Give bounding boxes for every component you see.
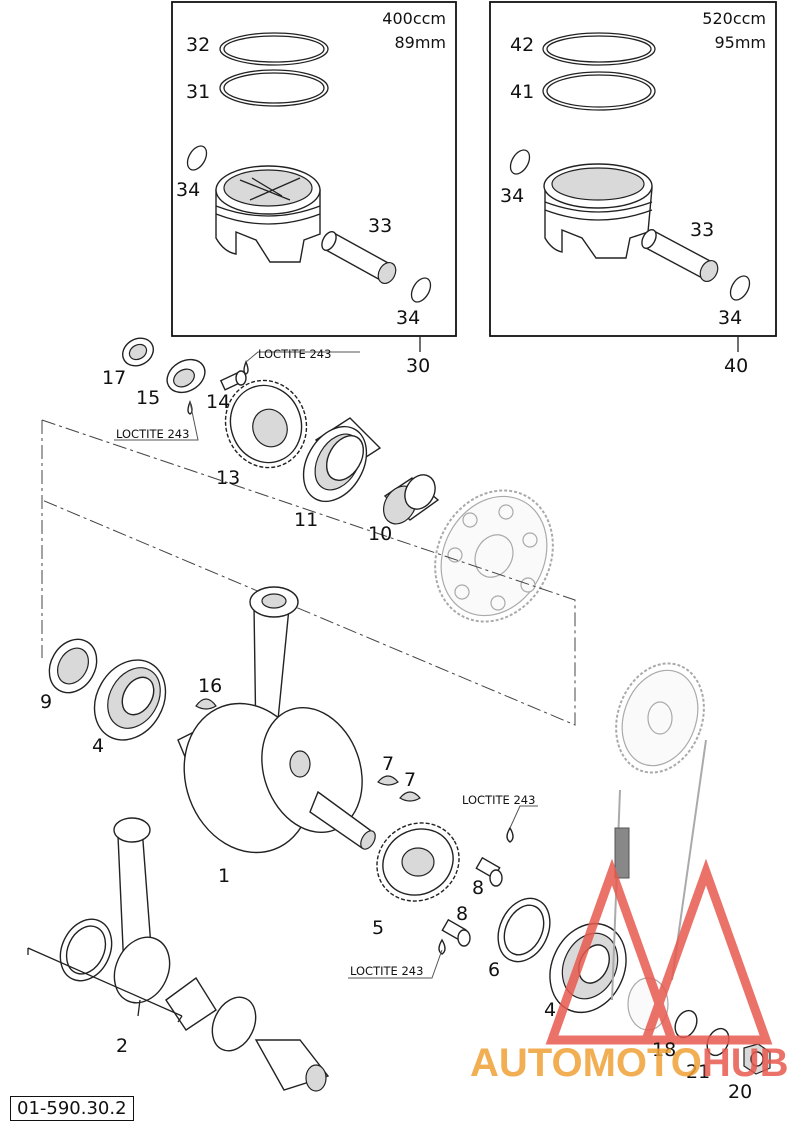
- seal-17: [121, 337, 155, 367]
- bolt-8a: [475, 856, 503, 887]
- kit-400-capacity: 400ccm: [382, 9, 446, 28]
- label-34-b: 34: [396, 307, 420, 329]
- gear-5: [376, 822, 460, 902]
- gear-13: [224, 379, 308, 469]
- label-8-b: 8: [456, 903, 468, 925]
- label-21: 21: [686, 1061, 710, 1083]
- key-7a: [377, 775, 399, 786]
- assembly-outline: [41, 419, 576, 726]
- connecting-rod: [249, 586, 299, 745]
- loctite-callout-3: LOCTITE 243: [462, 793, 535, 807]
- label-40: 40: [724, 355, 748, 377]
- label-15: 15: [136, 387, 160, 409]
- label-10: 10: [368, 523, 392, 545]
- kit-400-box: [171, 1, 457, 337]
- circlip-400-b: [410, 277, 432, 303]
- piston-400: [215, 165, 321, 263]
- label-20: 20: [728, 1081, 752, 1103]
- bearing-4-right: [549, 922, 627, 1014]
- label-1: 1: [218, 865, 230, 887]
- primary-gear-ghost: [434, 489, 554, 623]
- watermark-text: AUTOMOTOHUB: [470, 1041, 789, 1085]
- label-33-a: 33: [368, 215, 392, 237]
- label-32: 32: [186, 34, 210, 56]
- loctite-callout-1: LOCTITE 243: [258, 347, 331, 361]
- piston-ring-31: [219, 69, 329, 107]
- bearing-4-left: [93, 659, 167, 741]
- label-33-b: 33: [690, 219, 714, 241]
- label-30: 30: [406, 355, 430, 377]
- label-5: 5: [372, 917, 384, 939]
- label-41: 41: [510, 81, 534, 103]
- label-9: 9: [40, 691, 52, 713]
- needle-bearing-10: [383, 474, 440, 525]
- label-42: 42: [510, 34, 534, 56]
- label-4-a: 4: [92, 735, 104, 757]
- label-34-c: 34: [500, 185, 524, 207]
- label-34-d: 34: [718, 307, 742, 329]
- seal-9: [48, 638, 98, 694]
- piston-ring-42: [542, 32, 656, 66]
- watermark-logo: [545, 858, 773, 1045]
- loctite-callout-4: LOCTITE 243: [350, 964, 423, 978]
- rod-kit-2: [27, 817, 330, 1092]
- key-7b: [399, 791, 421, 802]
- label-7-a: 7: [382, 753, 394, 775]
- bolt-8b: [441, 918, 471, 947]
- label-6: 6: [488, 959, 500, 981]
- label-31: 31: [186, 81, 210, 103]
- document-id: 01-590.30.2: [10, 1096, 134, 1121]
- washer-6: [497, 897, 551, 963]
- label-34-a: 34: [176, 179, 200, 201]
- piston-ring-32: [219, 32, 329, 66]
- label-7-b: 7: [404, 769, 416, 791]
- needle-cage-11: [302, 417, 382, 503]
- piston-pin-520: [641, 228, 719, 283]
- kit-520-box: [489, 1, 777, 337]
- key-16: [195, 698, 217, 710]
- kit-520-bore: 95mm: [714, 33, 766, 52]
- kit-520-capacity: 520ccm: [702, 9, 766, 28]
- loctite-drop-d: [438, 938, 446, 955]
- bolt-14: [219, 370, 247, 391]
- loctite-callout-2: LOCTITE 243: [116, 427, 189, 441]
- label-17: 17: [102, 367, 126, 389]
- label-2: 2: [116, 1035, 128, 1057]
- crankshaft-1: [177, 702, 376, 854]
- label-18: 18: [652, 1039, 676, 1061]
- circlip-400-a: [186, 145, 208, 171]
- label-16: 16: [198, 675, 222, 697]
- kit-400-bore: 89mm: [394, 33, 446, 52]
- loctite-drop-a: [243, 360, 249, 375]
- nut-15: [166, 358, 206, 394]
- nut-20: [743, 1043, 771, 1075]
- label-13: 13: [216, 467, 240, 489]
- loctite-drop-c: [506, 826, 514, 843]
- circlip-520-a: [509, 149, 531, 175]
- label-14: 14: [206, 391, 230, 413]
- piston-520: [543, 163, 653, 259]
- piston-pin-400: [321, 230, 397, 285]
- label-11: 11: [294, 509, 318, 531]
- label-4-b: 4: [544, 999, 556, 1021]
- label-8-a: 8: [472, 877, 484, 899]
- circlip-520-b: [729, 275, 751, 301]
- piston-ring-41: [542, 71, 656, 111]
